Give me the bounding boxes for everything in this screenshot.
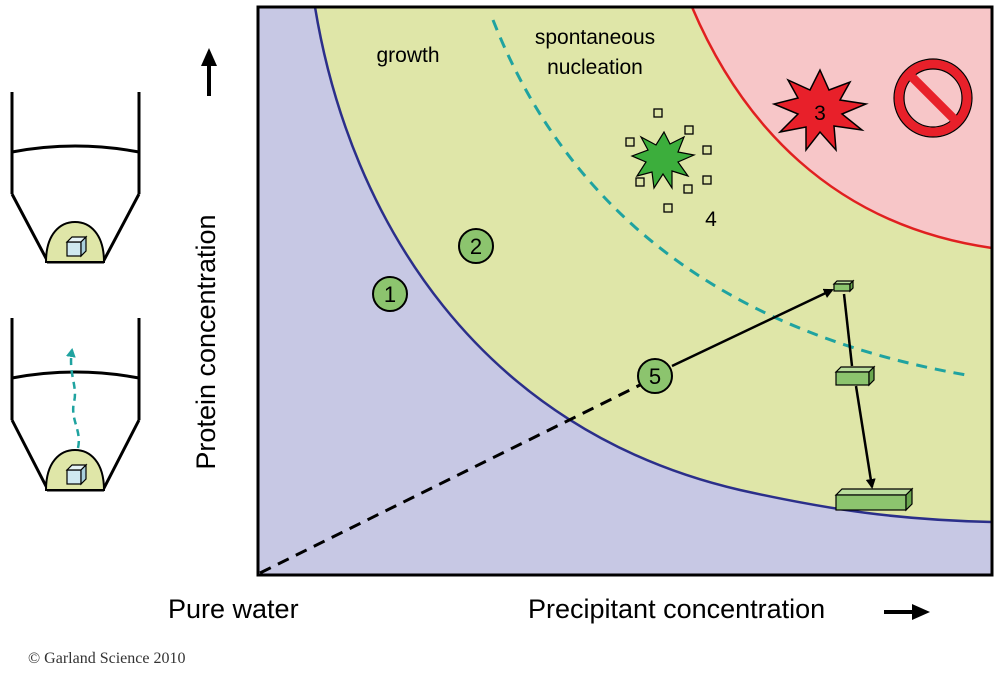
precipitation-boundary [690, 7, 992, 250]
crystal-drop-icon [10, 92, 141, 264]
path-arrow-to-nucleation [671, 288, 834, 368]
nucleation-label-line2: nucleation [547, 56, 643, 79]
solubility-curve [313, 7, 992, 524]
svg-text:5: 5 [649, 364, 661, 389]
nucleation-label-line1: spontaneous [535, 26, 655, 49]
plot-frame [256, 5, 994, 577]
up-arrow-icon [201, 48, 217, 96]
growth-label: growth [376, 44, 439, 67]
marker-5: 5 [637, 358, 673, 394]
svg-text:1: 1 [384, 282, 396, 307]
nucleation-burst-4: 4 [625, 108, 717, 231]
small-crystal [832, 279, 855, 293]
marker-2: 2 [458, 228, 494, 264]
copyright-notice: © Garland Science 2010 [28, 650, 186, 667]
evaporation-arrow [65, 348, 81, 449]
dilution-path-dashed [259, 383, 641, 575]
marker-1: 1 [372, 276, 408, 312]
y-axis-label: Protein concentration [191, 214, 221, 469]
x-axis-label: Precipitant concentration [528, 594, 826, 624]
prohibition-icon [893, 58, 973, 138]
path-arrow-growth-2 [854, 385, 876, 489]
svg-text:2: 2 [470, 234, 482, 259]
origin-label: Pure water [168, 594, 299, 624]
nucleation-boundary [491, 19, 973, 378]
precipitate-burst-3: 3 [771, 68, 869, 153]
svg-text:3: 3 [814, 102, 826, 125]
path-arrow-growth-1 [842, 293, 854, 367]
medium-crystal [834, 365, 876, 387]
marker-4-label: 4 [705, 208, 717, 231]
right-arrow-icon [884, 604, 930, 620]
vapor-diffusion-icon [10, 318, 141, 492]
large-crystal [834, 487, 914, 512]
